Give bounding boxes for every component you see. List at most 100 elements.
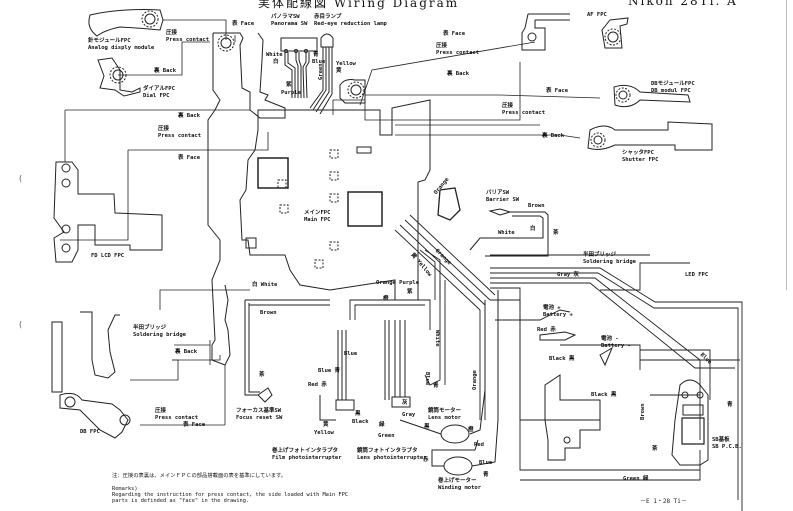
winding-motor	[432, 290, 498, 475]
label-face: 表 Face	[232, 21, 255, 27]
page-id: Nikon 28Ti. A	[628, 0, 738, 8]
wire-label-blue: Blue	[479, 460, 493, 466]
wire-label-green: Green	[378, 433, 395, 439]
wire-label-brown: Brown	[528, 203, 545, 209]
wire-label-red: Red	[474, 442, 484, 448]
connection-lines	[60, 20, 600, 425]
wire-label-orange-kanji: 橙	[468, 427, 474, 433]
page-number: －E 1・28 Ti－	[640, 498, 687, 505]
fd-lcd-fpc	[54, 162, 162, 262]
wire-label-brown: Brown	[260, 310, 277, 316]
panorama-switch	[281, 38, 317, 98]
label-af-fpc: AF FPC	[587, 12, 607, 18]
wire-label-brown-kanji: 茶	[652, 446, 658, 452]
label-battery-minus: 電池 -Battery -	[601, 336, 631, 349]
analog-module-fpc	[89, 10, 163, 36]
wire-label-brown: Brown	[640, 403, 646, 420]
wire-label-blue-kanji: 青	[433, 383, 439, 389]
wire-label-purple-kanji: 紫	[407, 289, 413, 295]
label-battery-plus: 電池 +Battery +	[543, 305, 573, 318]
wire-label-white: White	[266, 52, 283, 58]
wire-label-white: White	[498, 230, 515, 236]
wire-label-black: Black	[352, 419, 369, 425]
label-back: 裏 Back	[175, 349, 198, 355]
note-japanese: 注：圧接の表裏は、メインＦＰＣの部品搭載面の表を基準にしています。	[112, 473, 287, 479]
remarks-line-1: Regarding the instruction for press cont…	[112, 492, 348, 498]
label-back: 裏 Back	[178, 113, 201, 119]
wire-label-green-kanji: 緑	[379, 422, 385, 428]
dial-fpc	[98, 58, 140, 96]
label-face: 表 Face	[546, 88, 569, 94]
db-module-fpc	[614, 85, 690, 106]
wire-label-blue-kanji: 青	[727, 402, 733, 408]
diagram-title: 実体配線図 Wiring Diagram	[258, 0, 460, 10]
upper-mid-fpc	[340, 80, 365, 103]
wire-label-orange: Orange	[472, 370, 478, 390]
wire-label-green: Green 緑	[623, 476, 649, 482]
red-eye-lamp	[310, 34, 333, 114]
right-harness	[490, 255, 742, 511]
label-fd-lcd-fpc: FD LCD FPC	[91, 253, 125, 259]
wire-label-red: Red 赤	[537, 327, 556, 333]
wire-label-red: Red 赤	[308, 382, 327, 388]
battery-plus-terminal	[540, 332, 575, 340]
wire-label-brown-kanji: 茶	[553, 230, 559, 236]
sb-pcb	[672, 380, 708, 465]
wire-label-yellow: Yellow	[336, 61, 356, 67]
barrier-switch	[438, 188, 548, 256]
wire-label-black-kanji: 黒	[424, 424, 430, 430]
wire-label-white: White	[434, 330, 440, 347]
film-photointerrupter	[320, 330, 354, 420]
label-led-fpc: LED FPC	[685, 272, 709, 278]
wire-label-blue: Blue	[424, 372, 430, 386]
label-face: 表 Face	[178, 155, 201, 161]
main-fpc-board	[240, 100, 430, 300]
wire-label-gray: Gray 灰	[557, 272, 580, 278]
label-back: 裏 Back	[447, 71, 470, 77]
wire-label-blue-kanji: 青	[313, 52, 319, 58]
label-back: 裏 Back	[542, 133, 565, 139]
remarks-title: Remarks)	[112, 486, 138, 492]
wire-label-blue-kanji: 青	[483, 472, 489, 478]
wire-label-blue: Blue	[312, 59, 326, 65]
wire-label-green: Green	[318, 63, 324, 80]
wire-label-black: Black 黒	[591, 392, 617, 398]
lens-photointerrupter	[385, 320, 410, 407]
shutter-fpc	[588, 122, 712, 150]
af-fpc	[522, 14, 628, 50]
remarks-line-2: parts is definded as "face" in the drawi…	[112, 498, 250, 504]
wire-label-brown-kanji: 茶	[259, 372, 265, 378]
wire-label-gray: Gray	[402, 412, 416, 418]
wire-label-purple-kanji: 紫	[286, 82, 292, 88]
label-back: 裏 Back	[154, 68, 177, 74]
wire-label-white-kanji: 白	[273, 59, 279, 65]
label-face: 表 Face	[183, 422, 206, 428]
middle-harness	[350, 215, 495, 420]
binding-mark: (	[18, 320, 23, 329]
label-face: 表 Face	[443, 31, 466, 37]
wire-label-black-kanji: 黒	[355, 411, 361, 417]
wire-label-red-kanji: 赤	[423, 457, 429, 463]
wire-label-blue: Blue 青	[318, 368, 341, 374]
battery-minus-terminal	[600, 348, 612, 365]
